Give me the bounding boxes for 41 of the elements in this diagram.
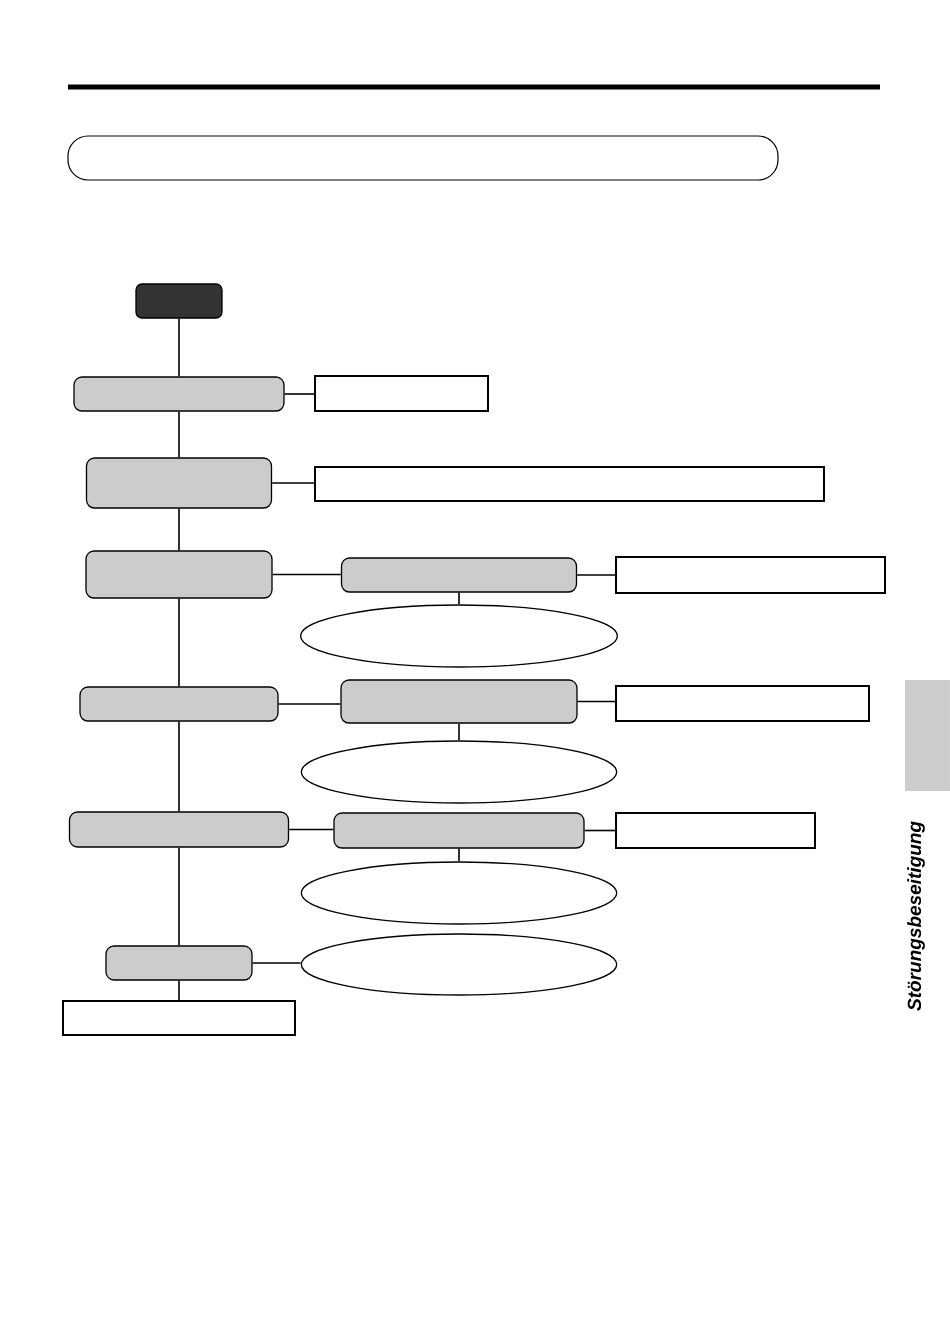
process-box: [73, 376, 285, 412]
process-box: [340, 557, 578, 593]
connector-line: [283, 393, 315, 395]
connector-line: [178, 720, 180, 813]
connector-line: [271, 573, 342, 576]
start-box: [135, 283, 223, 319]
outline-box: [615, 556, 886, 594]
process-box: [85, 457, 273, 509]
process-box: [340, 679, 578, 724]
connector-line: [288, 828, 335, 831]
outline-box: [62, 1000, 296, 1036]
side-tab: [905, 680, 950, 791]
connector-line: [576, 574, 616, 576]
outline-box: [314, 375, 489, 412]
process-box: [68, 811, 290, 848]
connector-line: [277, 703, 342, 705]
connector-line: [458, 591, 460, 606]
process-box: [85, 550, 273, 599]
connector-line: [178, 846, 180, 947]
connector-line: [251, 962, 302, 964]
connector-line: [583, 829, 616, 832]
connector-line: [271, 482, 315, 484]
process-box: [79, 686, 279, 722]
oval: [300, 933, 618, 996]
oval: [300, 740, 618, 804]
oval: [300, 861, 618, 925]
connector-line: [178, 410, 180, 459]
process-box: [333, 812, 585, 849]
outline-box: [615, 685, 870, 722]
connector-line: [178, 979, 180, 1001]
connector-line: [178, 597, 180, 688]
connector-line: [178, 317, 180, 378]
connector-line: [458, 847, 460, 863]
oval: [299, 604, 619, 668]
connector-line: [576, 700, 616, 703]
outline-box: [615, 812, 816, 849]
process-box: [105, 945, 253, 981]
connector-line: [458, 722, 460, 742]
outline-box: [314, 466, 825, 502]
connector-line: [178, 507, 180, 552]
section-label: Störungsbeseitigung: [907, 821, 925, 1011]
